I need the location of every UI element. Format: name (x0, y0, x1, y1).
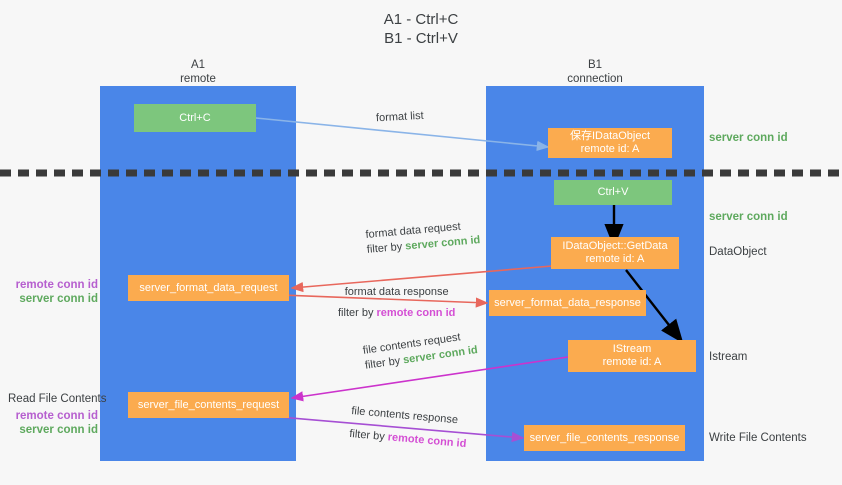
box-getdata-line2: remote id: A (585, 253, 645, 265)
filter-value: remote conn id (376, 307, 456, 319)
annotation-server-conn-id-mid: server conn id (709, 211, 788, 223)
annotation-write-file-contents: Write File Contents (709, 432, 807, 444)
diagram-title: A1 - Ctrl+C B1 - Ctrl+V (0, 10, 842, 48)
box-server-file-contents-request-label: server_file_contents_request (137, 398, 280, 411)
box-istream-line2: remote id: A (602, 356, 662, 368)
box-save-idataobject[interactable]: 保存IDataObject remote id: A (548, 128, 672, 158)
filter-prefix: filter by (366, 240, 406, 256)
annotation-server-conn-id-top: server conn id (709, 132, 788, 144)
box-server-format-data-response[interactable]: server_format_data_response (489, 290, 646, 316)
filter-prefix: filter by (364, 354, 405, 372)
filter-prefix: filter by (348, 427, 389, 444)
edge-label-format-list: format list (375, 109, 424, 125)
annotation-conn-pair-top: remote conn id server conn id (8, 278, 98, 306)
lane-a1-subtitle: remote (180, 73, 216, 85)
edge-label-format-data-response-filter: filter by remote conn id (338, 306, 455, 321)
box-server-format-data-request-label: server_format_data_request (139, 281, 278, 294)
box-istream[interactable]: IStream remote id: A (568, 340, 696, 372)
lane-header-b1: B1 connection (486, 58, 704, 86)
lane-b1-name: B1 (587, 59, 603, 71)
box-server-file-contents-response[interactable]: server_file_contents_response (524, 425, 685, 451)
box-ctrl-v-label: Ctrl+V (597, 186, 629, 198)
annotation-istream: Istream (709, 351, 748, 363)
annotation-conn-pair-top-remote: remote conn id (15, 279, 98, 291)
lane-header-a1: A1 remote (100, 58, 296, 86)
edge-label-format-data-response: format data response filter by remote co… (338, 285, 455, 321)
box-server-format-data-response-label: server_format_data_response (494, 296, 641, 309)
filter-prefix: filter by (338, 307, 377, 319)
box-server-file-contents-request[interactable]: server_file_contents_request (128, 392, 289, 418)
box-ctrl-v[interactable]: Ctrl+V (554, 180, 672, 205)
box-getdata-line1: IDataObject::GetData (562, 240, 668, 252)
box-save-idataobject-line2: remote id: A (580, 143, 640, 155)
annotation-conn-pair-bottom: remote conn id server conn id (8, 409, 98, 437)
edge-label-format-data-response-line1: format data response (344, 286, 449, 298)
box-ctrl-c-label: Ctrl+C (179, 111, 211, 124)
title-line-2: B1 - Ctrl+V (384, 30, 458, 47)
lane-b1-subtitle: connection (567, 73, 623, 85)
annotation-conn-pair-top-server: server conn id (19, 293, 98, 305)
annotation-read-file-contents: Read File Contents (8, 393, 107, 405)
box-getdata[interactable]: IDataObject::GetData remote id: A (551, 237, 679, 269)
title-line-1: A1 - Ctrl+C (383, 11, 459, 28)
annotation-conn-pair-bottom-server: server conn id (19, 424, 98, 436)
box-istream-line1: IStream (612, 343, 652, 355)
box-save-idataobject-line1: 保存IDataObject (569, 130, 651, 142)
annotation-dataobject: DataObject (709, 246, 767, 258)
annotation-conn-pair-bottom-remote: remote conn id (15, 410, 98, 422)
box-server-format-data-request[interactable]: server_format_data_request (128, 275, 289, 301)
box-server-file-contents-response-label: server_file_contents_response (529, 431, 680, 444)
box-ctrl-c[interactable]: Ctrl+C (134, 104, 256, 132)
lane-a1-name: A1 (190, 59, 206, 71)
